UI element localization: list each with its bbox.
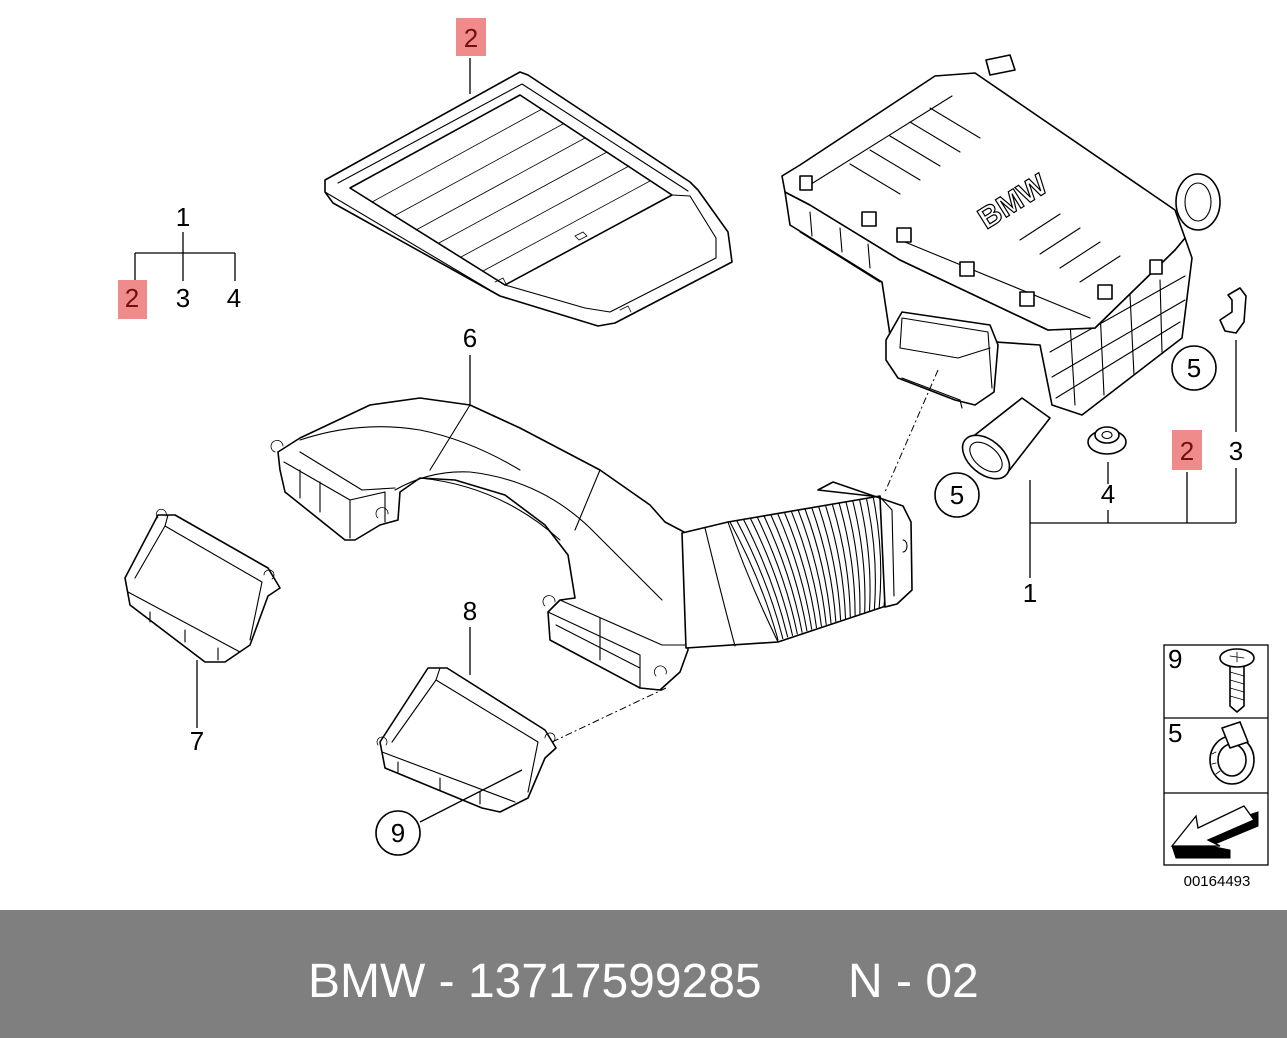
hose-clamp-icon-slots [1211, 751, 1221, 775]
callout-right-group-child-2: 2 [1180, 436, 1194, 466]
footer-background [0, 910, 1287, 1038]
screw-icon-thread [1229, 671, 1245, 701]
housing-intake-ring-inner [1184, 182, 1212, 222]
callout-screw: 9 [391, 818, 405, 848]
main-duct-left-opening [283, 451, 396, 539]
housing-intake-ring [1175, 173, 1221, 231]
highlight-box-right-group [1172, 430, 1202, 470]
footer-bar: BMW - 13717599285 N - 02 [0, 910, 1287, 1038]
callout-left-group-child-3: 4 [227, 283, 241, 313]
callout-left-group-child-1: 2 [125, 283, 139, 313]
housing-outlet-pipe-end [961, 434, 1011, 480]
callout-right-group-child-1: 4 [1101, 479, 1115, 509]
housing-lid-ridges [807, 95, 1121, 319]
screw-icon-drive [1229, 651, 1245, 663]
lower-duct-body [379, 667, 557, 813]
callout-clamp-pipe: 5 [950, 480, 964, 510]
footer-part-number: BMW - 13717599285 [308, 955, 762, 1008]
callout-circle-clamp-pipe [934, 472, 980, 518]
left-duct-tabs [155, 508, 275, 580]
bellows-collar-seam [704, 521, 779, 647]
housing-intake-snout [885, 311, 999, 406]
housing-lattice [1049, 275, 1186, 406]
bellows-ribs [729, 495, 887, 641]
housing-outlet-pipe-bore [969, 441, 1003, 473]
callout-air-filter: 2 [464, 23, 478, 53]
callout-lower-duct: 8 [463, 596, 477, 626]
main-duct-ridges [299, 404, 663, 601]
callout-main-duct: 6 [463, 323, 477, 353]
highlight-box-left-group [118, 280, 147, 319]
air-filter-mesh [371, 108, 651, 272]
grommet-hole [1101, 430, 1113, 440]
diagram-id: 00164493 [1184, 873, 1251, 890]
direction-arrow-icon [1170, 805, 1259, 859]
left-duct-body [124, 514, 281, 663]
callout-circle-screw [375, 810, 421, 856]
callouts: 2 1 2 3 4 6 8 7 9 5 5 4 2 3 1 [118, 18, 1243, 856]
legend-label-clamp: 5 [1168, 718, 1182, 748]
leader-snout-to-bellows [884, 369, 939, 493]
air-filter-handle [504, 194, 717, 313]
hose-clamp-icon-bore [1217, 743, 1247, 777]
housing-snout-edges [899, 317, 993, 409]
screw-icon [1219, 648, 1255, 713]
screw-icon-shaft [1229, 663, 1245, 713]
air-filter-element [324, 71, 733, 327]
legend: 9 5 00164493 [1163, 644, 1269, 890]
air-filter-housing: BMW [781, 54, 1221, 480]
leader-screw-axis [551, 687, 667, 743]
grommet [1087, 426, 1127, 455]
main-duct-body [277, 397, 689, 691]
housing-lid [781, 72, 1186, 331]
grommet-top [1094, 426, 1120, 444]
leader-screw [419, 769, 523, 823]
main-intake-duct [270, 397, 689, 691]
callout-clamp-right: 5 [1187, 353, 1201, 383]
callout-right-group-child-3: 3 [1229, 436, 1243, 466]
bellows-hose [681, 481, 913, 649]
direction-arrow-icon-body [1170, 805, 1255, 847]
hose-clamp-icon-screw-housing [1221, 721, 1249, 749]
bellows-end-flange [817, 481, 913, 608]
callout-left-duct: 7 [190, 726, 204, 756]
leader-right-group [1029, 340, 1237, 578]
callout-circle-clamp-right [1171, 345, 1217, 391]
leader-left-group [134, 232, 236, 281]
main-duct-right-opening [547, 599, 687, 689]
bellows-body [681, 495, 887, 649]
footer-reference: N - 02 [848, 955, 979, 1008]
housing-clips [799, 54, 1163, 307]
leader-lines [134, 58, 1237, 823]
lower-air-duct [376, 667, 557, 813]
callout-right-group-parent: 1 [1023, 578, 1037, 608]
air-filter-tabs [494, 231, 632, 313]
left-duct-edges [127, 514, 263, 661]
callout-left-group-child-2: 3 [176, 283, 190, 313]
left-air-duct [124, 508, 281, 663]
callout-left-group-parent: 1 [176, 202, 190, 232]
hose-clamp-icon [1209, 721, 1255, 785]
air-filter-frame-inner-edge [324, 83, 689, 297]
lower-duct-edges [381, 667, 539, 805]
retaining-clip [1219, 287, 1247, 334]
legend-dividers [1164, 717, 1268, 794]
highlight-box-air-filter [456, 18, 486, 56]
main-duct-mount-tabs [270, 440, 667, 677]
bellows-flange-inner [879, 496, 908, 597]
legend-label-screw: 9 [1168, 644, 1182, 674]
housing-side-ribs [799, 211, 881, 283]
